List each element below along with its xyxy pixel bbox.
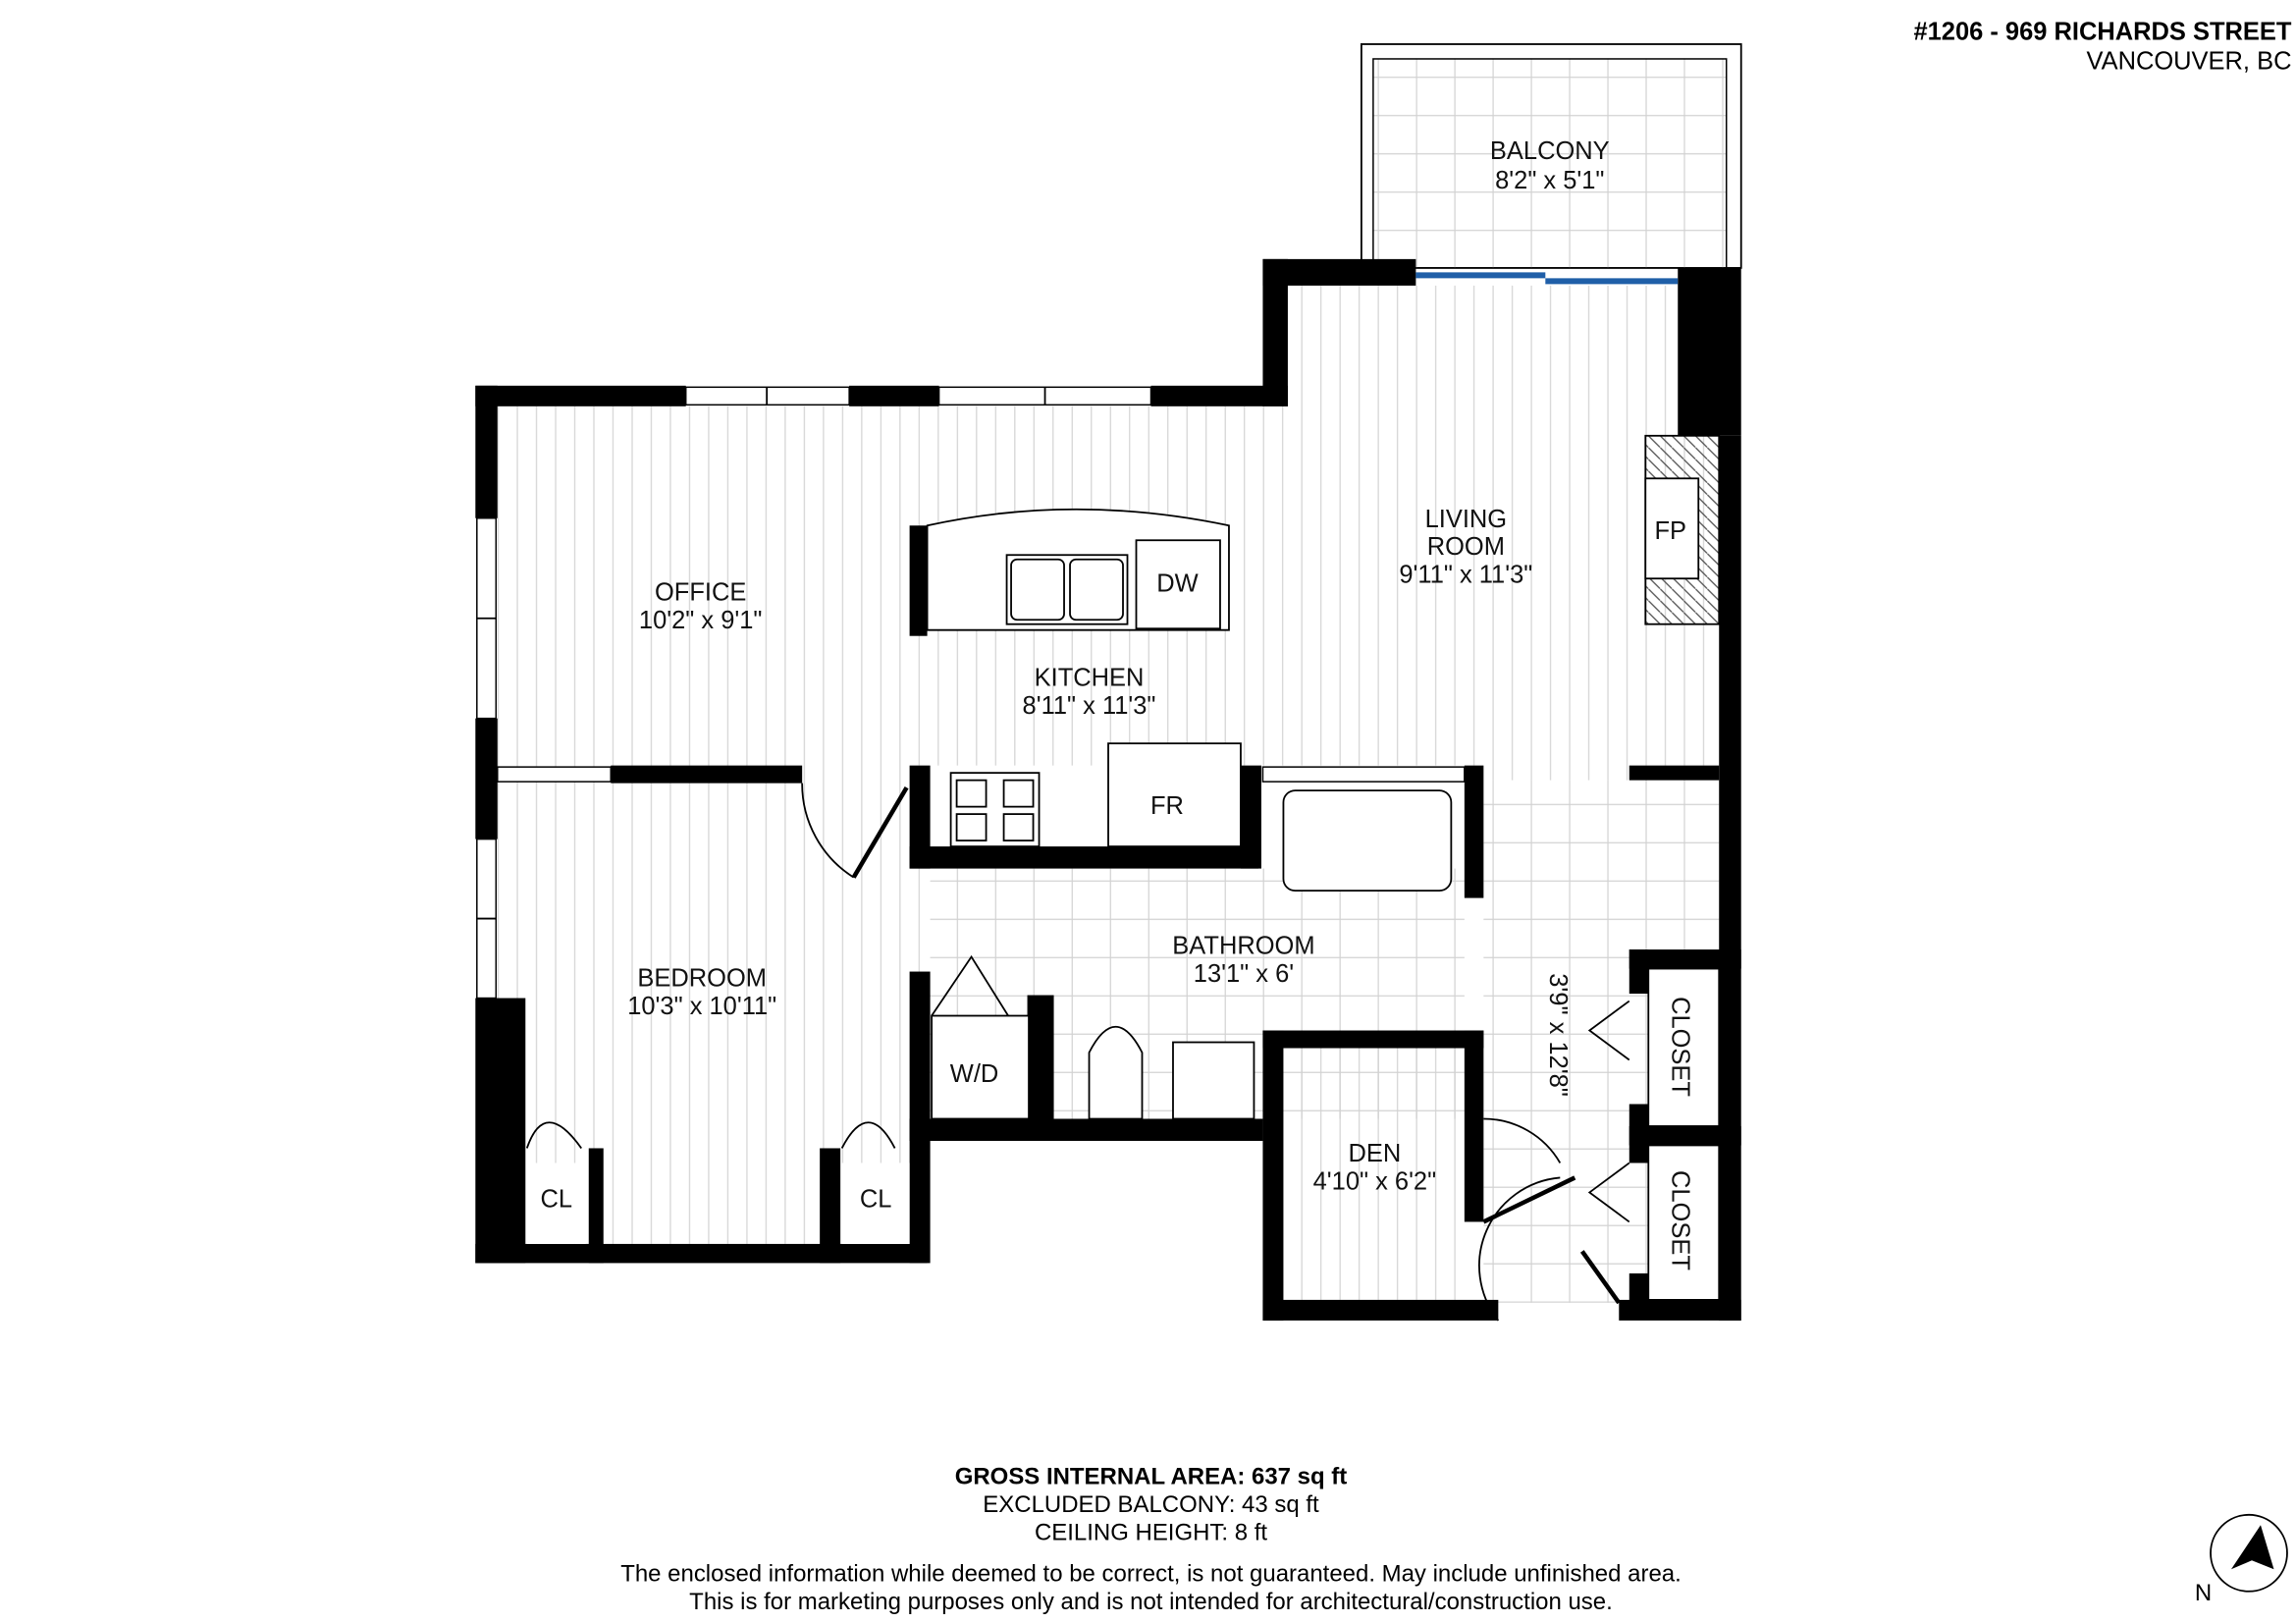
kitchen-dims: 8'11" x 11'3" (1023, 692, 1156, 720)
walls (475, 258, 1741, 1321)
fridge-label: FR (1150, 792, 1184, 820)
bathroom-name: BATHROOM (1172, 933, 1314, 960)
living-name-1: LIVING (1425, 506, 1508, 533)
gross-area: GROSS INTERNAL AREA: 637 sq ft (955, 1463, 1348, 1489)
disclaimer-1: The enclosed information while deemed to… (620, 1560, 1682, 1587)
living-name-2: ROOM (1427, 533, 1505, 561)
fireplace-label: FP (1654, 517, 1686, 545)
den-name: DEN (1349, 1140, 1402, 1167)
balcony (1361, 43, 1742, 269)
balcony-dims: 8'2" x 5'1" (1495, 167, 1604, 194)
den-dims: 4'10" x 6'2" (1313, 1167, 1437, 1195)
doors (525, 783, 1630, 1322)
living-dims: 9'11" x 11'3" (1399, 562, 1532, 589)
address-line: #1206 - 969 RICHARDS STREET (1913, 18, 2291, 45)
dishwasher-label: DW (1156, 570, 1198, 598)
compass-label: N (2195, 1580, 2212, 1606)
disclaimer-2: This is for marketing purposes only and … (689, 1589, 1613, 1615)
fixtures (926, 434, 1721, 1301)
north-arrow-icon (2210, 1513, 2288, 1593)
bedroom-dims: 10'3" x 10'11" (627, 993, 776, 1020)
windows (476, 272, 1679, 1000)
washer-dryer-label: W/D (950, 1060, 999, 1088)
closet-upper-label: CLOSET (1666, 997, 1693, 1097)
balcony-name: BALCONY (1490, 137, 1610, 165)
office-dims: 10'2" x 9'1" (639, 607, 763, 634)
excluded-balcony: EXCLUDED BALCONY: 43 sq ft (983, 1491, 1319, 1518)
hall-dims: 3'9" x 12'8" (1544, 973, 1572, 1097)
kitchen-name: KITCHEN (1035, 665, 1145, 692)
office-name: OFFICE (655, 579, 746, 607)
closet-lower-label: CLOSET (1666, 1170, 1693, 1271)
bathroom-dims: 13'1" x 6' (1194, 960, 1294, 988)
city-line: VANCOUVER, BC (2086, 47, 2291, 75)
closet-right-label: CL (860, 1185, 892, 1213)
bedroom-name: BEDROOM (637, 965, 767, 993)
ceiling-height: CEILING HEIGHT: 8 ft (1035, 1519, 1267, 1545)
closet-left-label: CL (540, 1185, 572, 1213)
